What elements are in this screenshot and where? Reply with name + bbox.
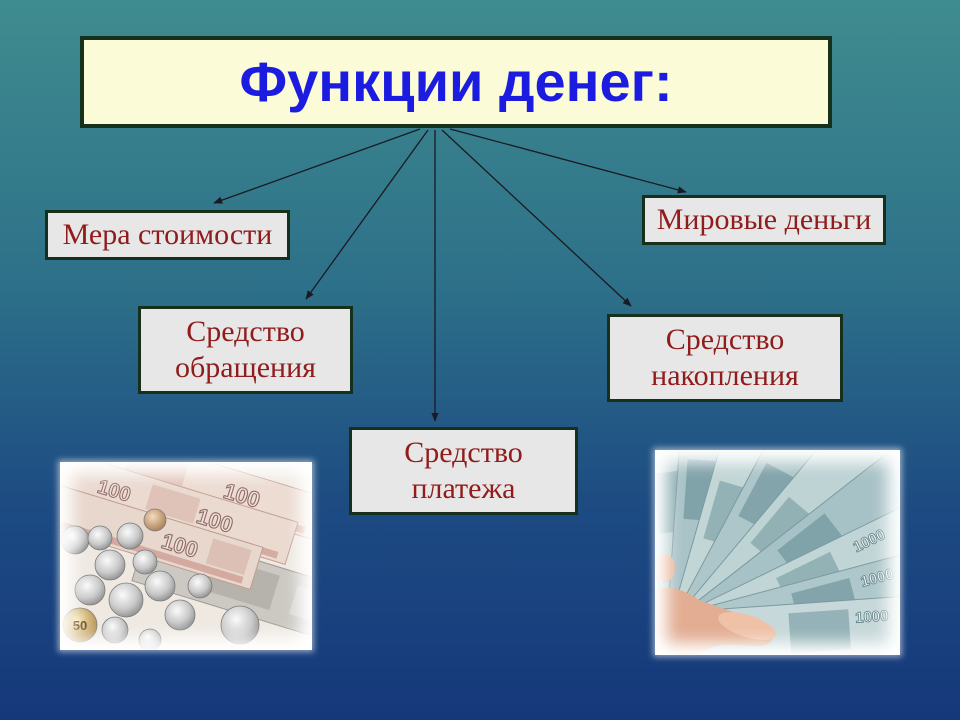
note-denomination: 1000 bbox=[859, 566, 896, 591]
function-label-line-2: обращения bbox=[175, 351, 316, 384]
title-box: Функции денег: bbox=[80, 36, 832, 128]
coin bbox=[108, 582, 144, 618]
function-label-line-2: накопления bbox=[651, 359, 799, 392]
function-box-store-of-value: Средство накопления bbox=[607, 314, 843, 402]
banknote-fan-illustration: 1000 1000 1000 bbox=[655, 450, 900, 655]
arrow-to-store-of-value bbox=[441, 129, 632, 307]
slide-title: Функции денег: bbox=[239, 50, 673, 113]
banknotes-and-coins-illustration: 100 100 100 100 bbox=[60, 462, 312, 650]
coins bbox=[60, 508, 260, 650]
arrow-to-medium-of-circulation bbox=[305, 129, 429, 300]
coin bbox=[60, 525, 90, 555]
hand bbox=[655, 554, 776, 655]
coin bbox=[187, 573, 213, 599]
coin bbox=[220, 605, 260, 645]
coin bbox=[143, 508, 167, 532]
coin bbox=[62, 607, 98, 643]
function-label: Мировые деньги bbox=[656, 203, 872, 236]
coin bbox=[101, 616, 129, 644]
coin bbox=[116, 522, 144, 550]
function-box-measure-of-value: Мера стоимости bbox=[45, 210, 290, 260]
banknote-fan-image: 1000 1000 1000 bbox=[655, 450, 900, 655]
coin bbox=[138, 628, 162, 650]
coin bbox=[94, 549, 126, 581]
coin-denomination: 50 bbox=[73, 618, 87, 633]
coin bbox=[87, 525, 113, 551]
coin bbox=[164, 599, 196, 631]
function-label-line-1: Средство bbox=[665, 323, 785, 356]
banknotes-and-coins-image: 100 100 100 100 bbox=[60, 462, 312, 650]
function-label-line-1: Средство bbox=[404, 436, 523, 469]
coin bbox=[74, 574, 106, 606]
arrow-to-world-money bbox=[449, 128, 687, 194]
function-label-line-2: платежа bbox=[411, 472, 516, 505]
note-denomination: 1000 bbox=[855, 607, 889, 626]
coin bbox=[144, 570, 176, 602]
function-label: Мера стоимости bbox=[62, 218, 273, 251]
coin bbox=[132, 549, 158, 575]
function-label-line-1: Средство bbox=[186, 315, 305, 348]
function-box-medium-of-circulation: Средство обращения bbox=[138, 306, 353, 394]
arrow-to-measure-of-value bbox=[213, 128, 421, 204]
function-box-world-money: Мировые деньги bbox=[642, 195, 886, 245]
function-box-means-of-payment: Средство платежа bbox=[349, 427, 578, 515]
